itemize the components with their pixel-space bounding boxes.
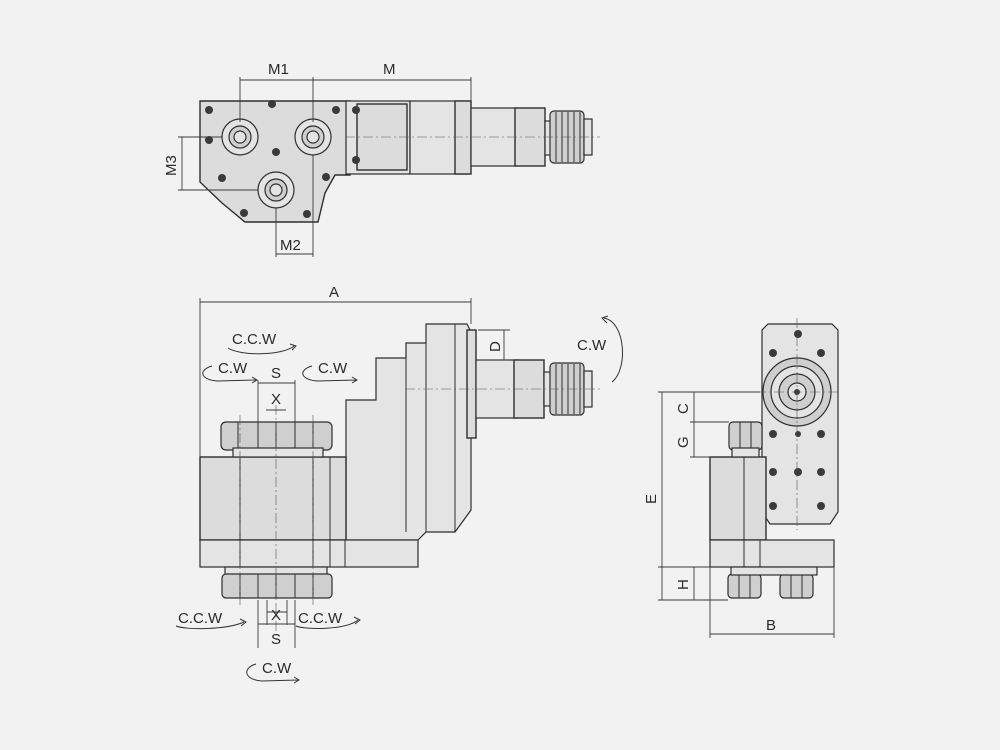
dim-label-g: G [675,436,692,448]
front-view-housing [345,323,472,541]
dim-label-d: D [487,341,504,352]
rotation-label-cw-top-left: C.W [218,360,248,377]
dim-label-e: E [643,494,660,504]
front-view-main-block [199,456,347,541]
dim-label-a: A [329,284,339,301]
front-view-top-nuts [220,421,333,458]
rotation-label-cw-drive: C.W [577,337,607,354]
top-view: M1 M M3 M2 [163,61,600,257]
dim-label-s-top: S [271,365,281,382]
side-view-bolts [769,330,825,510]
dim-label-m2: M2 [280,237,301,254]
dim-label-m: M [383,61,396,78]
front-view-bottom-nuts [221,566,333,599]
rotation-label-cw-top-right: C.W [318,360,348,377]
dim-label-s-bottom: S [271,631,281,648]
dim-label-m1: M1 [268,61,289,78]
side-view-bottom-nut-1 [727,573,762,599]
dim-label-x-bottom: X [271,607,281,624]
dim-label-x-top: X [271,391,281,408]
side-view-block [709,456,767,541]
side-view: C G E H B [643,318,840,638]
front-view: A D S X X S C.C.W C.W C.W C.W C.C.W C.C.… [175,284,623,684]
rotation-label-cw-bottom: C.W [262,660,292,677]
side-view-bottom-nut-2 [779,573,814,599]
dim-label-h: H [675,579,692,590]
rotation-label-ccw-bottom-right: C.C.W [298,610,343,627]
dim-label-b: B [766,617,776,634]
dim-label-c: C [675,403,692,414]
top-view-bolts [205,100,360,218]
rotation-label-ccw-top: C.C.W [232,331,277,348]
rotation-label-ccw-bottom-left: C.C.W [178,610,223,627]
dim-label-m3: M3 [163,155,180,176]
